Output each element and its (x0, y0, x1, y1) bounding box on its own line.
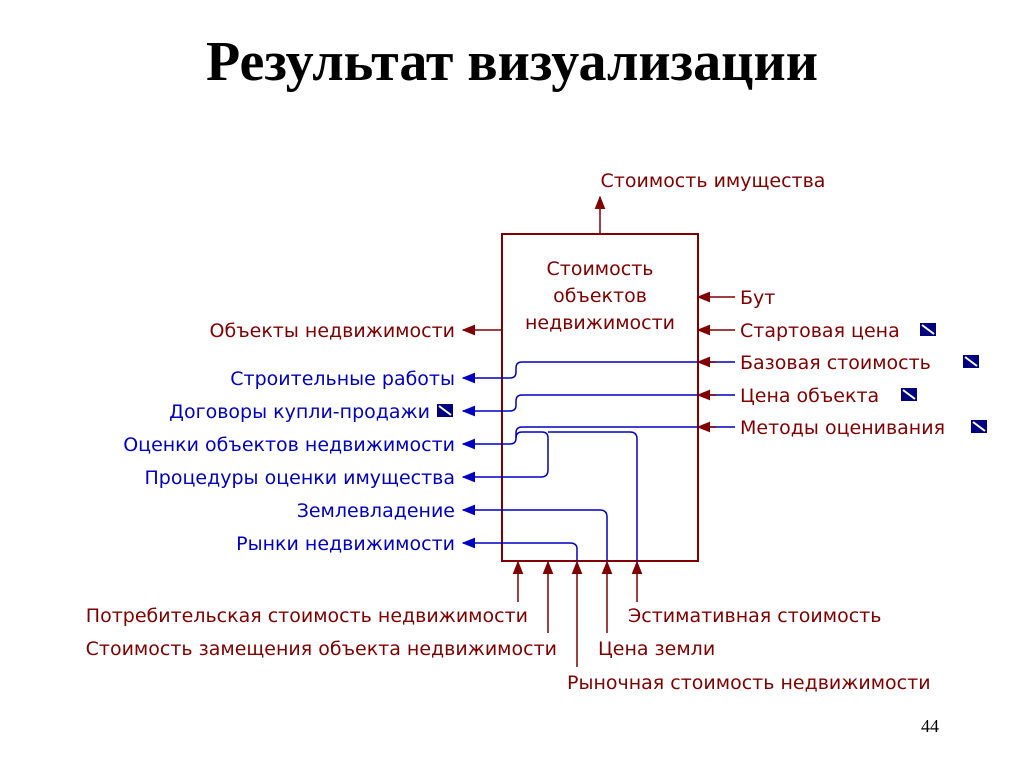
label-bottom-input-4: Цена земли (598, 638, 715, 660)
label-bottom-input-5: Эстимативная стоимость (628, 605, 881, 627)
bottom-input-labels: Потребительская стоимость недвижимости С… (86, 605, 931, 694)
label-bottom-input-3: Рыночная стоимость недвижимости (567, 672, 931, 694)
function-box[interactable] (501, 233, 699, 562)
tunnel-icon (437, 404, 453, 417)
right-input-labels: Бут Стартовая цена Базовая стоимость Цен… (740, 287, 945, 439)
label-right-input-2: Стартовая цена (740, 320, 900, 342)
tunnel-icon (971, 420, 987, 433)
box-label-line-1: Стоимость (547, 258, 654, 280)
arrow-out-left-7[interactable] (461, 537, 578, 561)
box-label-line-3: недвижимости (525, 312, 675, 334)
page-title: Результат визуализации (206, 31, 818, 93)
label-right-input-1: Бут (740, 287, 775, 309)
page-number: 44 (921, 716, 939, 736)
arrow-in-right-4[interactable] (502, 394, 735, 412)
label-left-output-1: Объекты недвижимости (210, 320, 455, 342)
label-bottom-input-1: Потребительская стоимость недвижимости (86, 605, 528, 627)
tunnel-icon (901, 388, 917, 401)
box-label-line-2: объектов (553, 285, 647, 307)
tunnel-icon (920, 323, 936, 336)
label-right-input-4: Цена объекта (740, 385, 879, 407)
arrow-out-left-5[interactable] (461, 431, 549, 483)
label-left-output-3: Договоры купли-продажи (169, 401, 430, 423)
label-left-output-4: Оценки объектов недвижимости (123, 434, 455, 456)
label-left-output-7: Рынки недвижимости (236, 533, 455, 555)
label-left-output-5: Процедуры оценки имущества (145, 467, 455, 489)
tunnel-icon (963, 355, 979, 368)
label-right-input-5: Методы оценивания (740, 417, 945, 439)
label-left-output-2: Строительные работы (230, 368, 455, 390)
label-bottom-input-2: Стоимость замещения объекта недвижимости (86, 638, 557, 660)
label-right-input-3: Базовая стоимость (740, 352, 931, 374)
left-output-labels: Объекты недвижимости Строительные работы… (123, 320, 455, 555)
arrow-in-right-3[interactable] (502, 361, 735, 379)
label-left-output-6: Землевладение (297, 500, 455, 522)
arrow-out-left-6[interactable] (461, 504, 608, 561)
label-top-output: Стоимость имущества (601, 170, 826, 192)
arrow-out-left-4-route (548, 431, 638, 561)
